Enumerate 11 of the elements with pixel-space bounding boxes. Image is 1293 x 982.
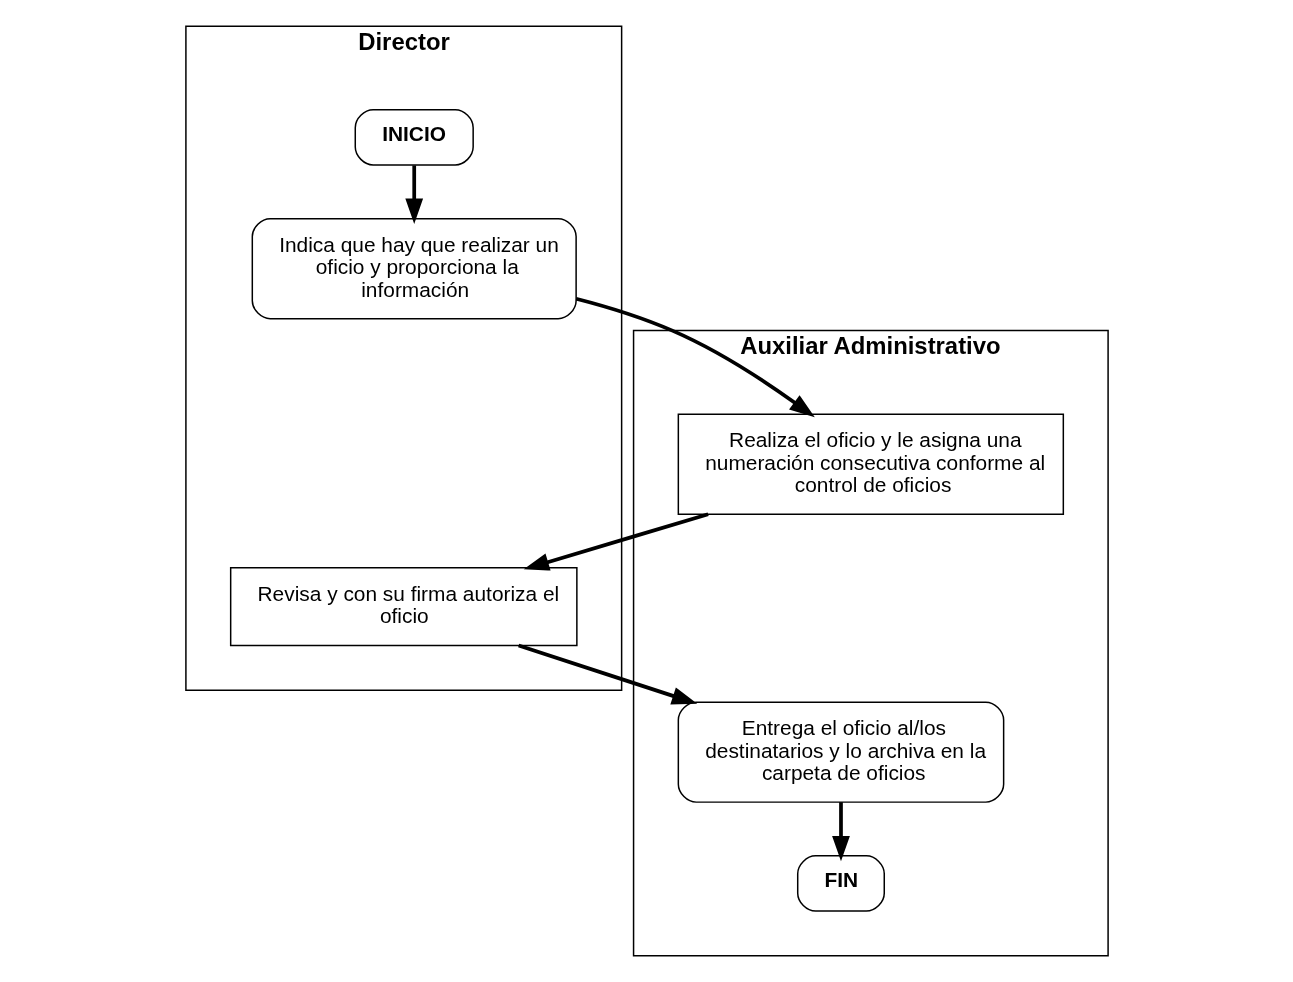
node-box: Realiza el oficio y le asigna una numeración consecutiva conforme al control de oficios — [677, 413, 1064, 515]
arrow — [575, 296, 815, 418]
arrow — [523, 512, 709, 571]
arrow — [517, 643, 697, 705]
node-box: Revisa y con su firma autoriza el oficio — [229, 567, 578, 647]
arrow — [404, 165, 423, 224]
node-box: INICIO — [354, 109, 474, 166]
arrow — [831, 802, 850, 862]
node-box: Entrega el oficio al/los destinatarios y lo archiva en la carpeta de oficios — [677, 701, 1004, 803]
node-box: Indica que hay que realizar un oficio y proporciona la información — [251, 217, 577, 320]
node-box: FIN — [796, 855, 885, 912]
